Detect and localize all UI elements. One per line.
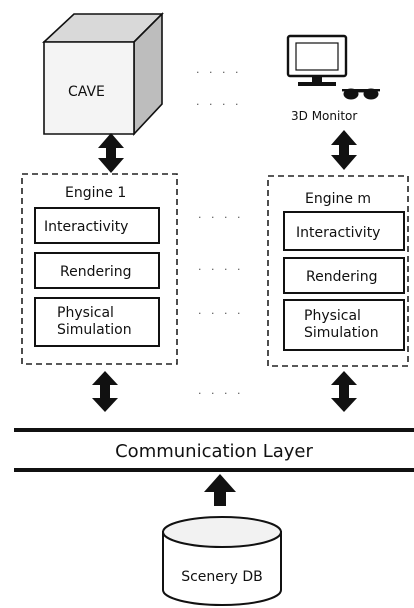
engine-m-interactivity-box (283, 211, 405, 251)
cylinder-icon: Scenery DB (162, 516, 282, 606)
engine-1-border (21, 173, 178, 365)
double-arrow-icon (92, 371, 118, 412)
monitor-device: 3D Monitor (286, 34, 380, 123)
engine-ellipsis-4: . . . . (198, 384, 243, 397)
cube-icon (41, 12, 164, 137)
label-line: Simulation (304, 325, 379, 341)
double-arrow-icon (98, 133, 124, 173)
label-line: Physical (304, 308, 361, 324)
engine-m-rendering-label: Rendering (306, 269, 378, 285)
monitor-with-3d-glasses-icon (286, 34, 380, 100)
double-arrow-icon (331, 371, 357, 412)
device-ellipsis-2: . . . . (196, 95, 241, 108)
engine-m-border (267, 175, 409, 367)
engine-1-physical-simulation-box (34, 297, 160, 347)
communication-layer-label: Communication Layer (115, 441, 313, 462)
layer-bottom-line (14, 468, 414, 472)
engine-1-rendering-box (34, 252, 160, 289)
monitor-stand-icon (312, 76, 322, 82)
engine-m-rendering-box (283, 257, 405, 294)
engine-m-physical-simulation-box (283, 299, 405, 351)
engine-1-interactivity-label: Interactivity (44, 219, 128, 235)
up-arrow-icon (204, 474, 236, 506)
monitor-label: 3D Monitor (291, 109, 357, 123)
engine-m-interactivity-label: Interactivity (296, 225, 380, 241)
3d-glasses-icon (342, 88, 380, 100)
engine-m-title: Engine m (305, 191, 371, 207)
device-ellipsis-1: . . . . (196, 63, 241, 76)
cave-device: CAVE (41, 12, 164, 137)
engine-1-title: Engine 1 (65, 185, 126, 201)
label-line: Simulation (57, 322, 132, 338)
cave-label: CAVE (68, 84, 105, 100)
engine-ellipsis-2: . . . . (198, 260, 243, 273)
layer-top-line (14, 428, 414, 432)
engine-ellipsis-1: . . . . (198, 208, 243, 221)
scenery-db-label: Scenery DB (181, 569, 263, 585)
engine-ellipsis-3: . . . . (198, 304, 243, 317)
double-arrow-icon (331, 130, 357, 170)
engine-1-interactivity-box (34, 207, 160, 244)
engine-1-rendering-label: Rendering (60, 264, 132, 280)
engine-1: Engine 1 Interactivity Rendering Physica… (21, 173, 178, 365)
engine-m: Engine m Interactivity Rendering Physica… (267, 175, 409, 367)
label-line: Physical (57, 305, 114, 321)
communication-layer: Communication Layer (14, 428, 414, 472)
